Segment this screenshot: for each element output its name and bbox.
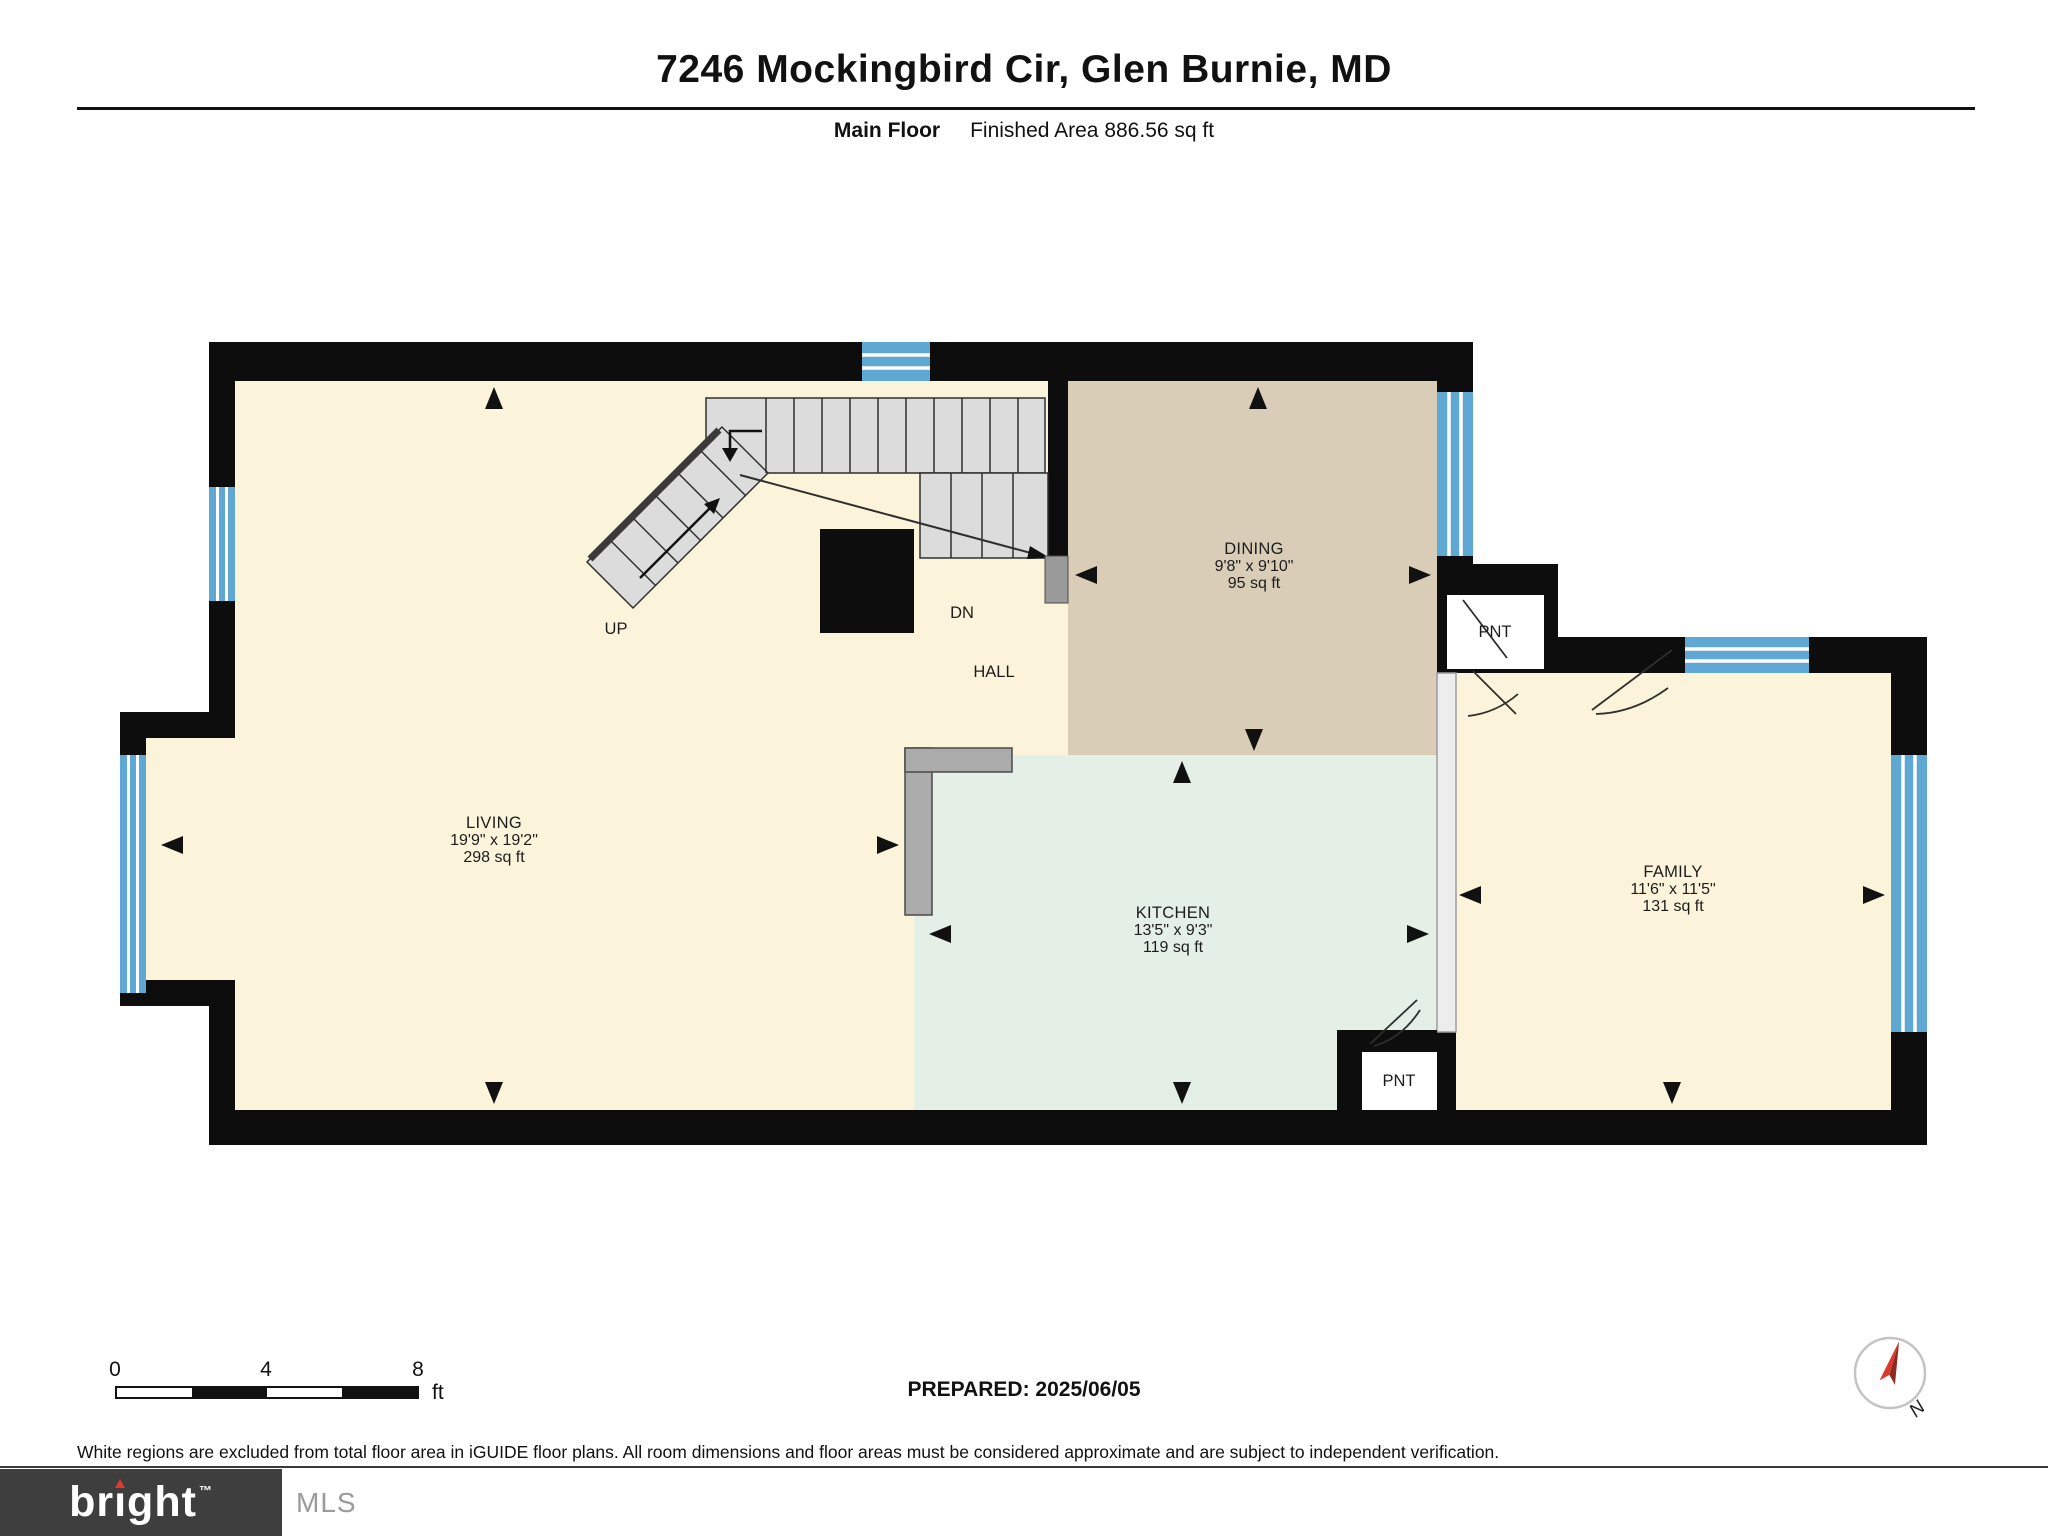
dining-doorway-marker <box>1044 555 1069 604</box>
scale-tick-4: 4 <box>260 1358 272 1381</box>
page-title: 7246 Mockingbird Cir, Glen Burnie, MD <box>656 48 1392 91</box>
dining-room-dims: 9'8" x 9'10" <box>1215 558 1294 575</box>
stairs-up-arrow-line <box>639 505 713 579</box>
family-room-floor <box>1456 673 1891 1110</box>
door-swing-family-entry <box>1591 649 1673 715</box>
kitchen-name: KITCHEN <box>1136 904 1211 922</box>
arrow-left-living <box>161 836 183 854</box>
finished-area-label: Finished Area 886.56 sq ft <box>970 119 1215 142</box>
scale-bar <box>115 1386 419 1399</box>
pantry-top-floor <box>1447 595 1544 669</box>
stair-break-arrowhead <box>1027 546 1050 559</box>
logo-i: ı <box>114 1478 128 1526</box>
window-top <box>862 342 930 381</box>
scale-segment <box>342 1388 417 1397</box>
arrow-right-dining <box>1409 566 1431 584</box>
scale-segment <box>117 1388 192 1397</box>
kitchen-dims: 13'5" x 9'3" <box>1134 922 1213 939</box>
stair-stringer <box>587 427 722 562</box>
living-room-dims: 19'9" x 19'2" <box>450 832 538 849</box>
window-left-upper <box>209 487 235 601</box>
pantry-top-label: PNT <box>1479 623 1512 641</box>
arrow-down-family <box>1663 1082 1681 1104</box>
windows <box>120 342 1927 1032</box>
window-dining-right <box>1437 392 1473 556</box>
footer-divider <box>0 1466 2048 1468</box>
compass-needle <box>1879 1341 1900 1385</box>
compass-icon: N <box>1853 1336 1930 1422</box>
kitchen-family-divider-wall <box>1436 672 1457 1033</box>
door-swing-pantry-bottom <box>1369 999 1421 1047</box>
stair-steps <box>609 398 1019 587</box>
room-labels: LIVING 19'9" x 19'2" 298 sq ft DINING 9'… <box>450 540 1716 1090</box>
kitchen-area: 119 sq ft <box>1143 939 1204 956</box>
floor-label: Main Floor <box>833 119 941 142</box>
arrow-down-dining <box>1245 729 1263 751</box>
up-turn-arrowhead <box>722 448 738 462</box>
arrow-up-living <box>485 387 503 409</box>
arrow-right-kitchen <box>1407 925 1429 943</box>
up-turn-arrow <box>728 429 762 452</box>
stairs-return-run <box>919 472 1049 559</box>
family-room-dims: 11'6" x 11'5" <box>1630 881 1715 898</box>
scale-segment <box>267 1388 342 1397</box>
title-divider <box>77 107 1975 110</box>
disclaimer-text: White regions are excluded from total fl… <box>77 1442 1500 1462</box>
arrow-down-kitchen <box>1173 1082 1191 1104</box>
family-room-name: FAMILY <box>1643 863 1702 881</box>
scale-unit-label: ft <box>432 1381 444 1404</box>
arrow-left-family <box>1459 886 1481 904</box>
stairs-straight-run <box>705 397 1046 474</box>
logo-dotless-i: ı <box>114 1478 128 1526</box>
arrow-up-kitchen <box>1173 761 1191 783</box>
direction-arrows <box>161 387 1885 1104</box>
dining-room-area: 95 sq ft <box>1228 575 1281 592</box>
stairs-up-arrowhead <box>704 498 720 514</box>
floor-subtitle: Main Floor Finished Area 886.56 sq ft <box>0 119 2048 143</box>
family-room-area: 131 sq ft <box>1642 898 1704 915</box>
prepared-date: PREPARED: 2025/06/05 <box>907 1378 1141 1401</box>
dining-room-floor <box>1068 381 1437 755</box>
arrow-right-living <box>877 836 899 854</box>
door-swings <box>1369 599 1673 1047</box>
hall-label: HALL <box>973 663 1014 681</box>
window-bay-left <box>120 755 146 993</box>
stairs-down-label: DN <box>950 604 974 622</box>
dining-left-wall <box>1048 381 1068 556</box>
interior-wall-stairs <box>820 529 914 633</box>
arrow-right-family <box>1863 886 1885 904</box>
pantry-bottom-floor <box>1362 1052 1437 1110</box>
window-family-top <box>1685 637 1809 673</box>
stairs-up-label: UP <box>605 620 628 638</box>
living-room-name: LIVING <box>466 814 522 832</box>
mls-logo-text: MLS <box>296 1487 357 1518</box>
logo-part2: ght <box>127 1478 197 1526</box>
stair-break-line <box>739 474 1043 557</box>
door-swing-pantry-top <box>1462 599 1519 717</box>
scale-tick-0: 0 <box>109 1358 121 1381</box>
arrow-left-kitchen <box>929 925 951 943</box>
pantry-bottom-label: PNT <box>1383 1072 1416 1090</box>
living-room-area: 298 sq ft <box>463 849 525 866</box>
logo-trademark: ™ <box>198 1483 213 1498</box>
logo-part1: br <box>69 1478 115 1526</box>
scale-tick-8: 8 <box>412 1358 424 1381</box>
scale-segment <box>192 1388 267 1397</box>
staircase <box>585 397 1050 610</box>
arrow-down-living <box>485 1082 503 1104</box>
dining-room-name: DINING <box>1224 540 1284 558</box>
logo-red-dot-icon <box>115 1479 126 1488</box>
kitchen-counter <box>904 747 1013 916</box>
arrow-left-dining <box>1075 566 1097 584</box>
window-family-right <box>1891 755 1927 1032</box>
arrow-up-dining <box>1249 387 1267 409</box>
